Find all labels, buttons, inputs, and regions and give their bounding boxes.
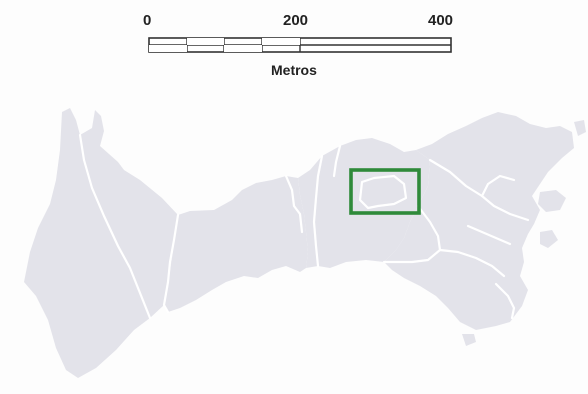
boundary-line bbox=[284, 174, 304, 234]
study-area-outline bbox=[358, 174, 408, 210]
scale-label-mid: 200 bbox=[283, 12, 309, 29]
scale-bar-segment bbox=[262, 38, 300, 45]
scale-bar-segment bbox=[149, 45, 187, 52]
scale-bar-segment bbox=[224, 45, 262, 52]
boundary-line bbox=[494, 282, 516, 320]
island bbox=[462, 334, 476, 346]
scale-label-zero: 0 bbox=[143, 12, 152, 29]
boundary-line bbox=[332, 144, 342, 178]
scale-unit-label: Metros bbox=[271, 62, 317, 78]
region-west bbox=[24, 108, 178, 378]
scale-bar bbox=[148, 37, 452, 53]
boundary-line bbox=[466, 224, 512, 246]
highlight-box bbox=[349, 168, 421, 215]
boundary-line bbox=[162, 213, 180, 314]
boundary-line bbox=[78, 133, 152, 320]
island bbox=[574, 120, 586, 136]
scale-label-max: 400 bbox=[428, 12, 454, 29]
boundary-line bbox=[438, 248, 506, 278]
island bbox=[538, 190, 566, 212]
boundaries bbox=[78, 133, 530, 320]
land-mass bbox=[24, 108, 586, 378]
region-east bbox=[384, 112, 574, 330]
region-center-west bbox=[164, 176, 308, 312]
scale-bar-segment bbox=[187, 38, 224, 45]
boundary-line bbox=[312, 154, 324, 268]
boundary-line bbox=[480, 174, 516, 198]
island bbox=[540, 230, 558, 248]
boundary-line bbox=[382, 204, 442, 264]
